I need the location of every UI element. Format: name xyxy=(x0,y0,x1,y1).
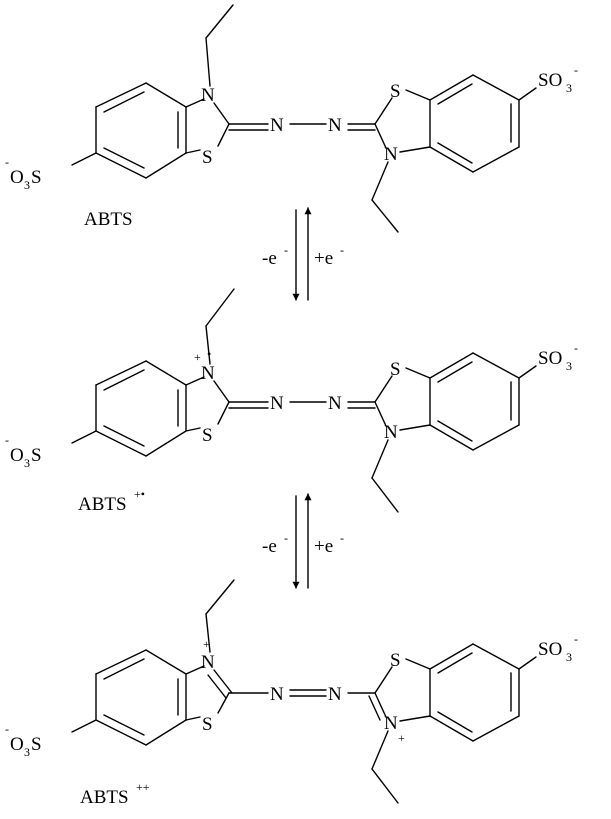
s-atom: S xyxy=(202,714,213,735)
radical-dot: • xyxy=(207,347,211,361)
minus-charge: - xyxy=(5,155,9,169)
structure-label: ABTS xyxy=(80,787,129,808)
structure-label-superscript: +• xyxy=(134,487,145,501)
n-atom: N xyxy=(384,422,398,443)
n-atom: N xyxy=(270,684,284,705)
s-atom: S xyxy=(31,445,42,466)
subscript-3: 3 xyxy=(566,81,572,95)
electron-charge: - xyxy=(340,243,344,257)
so3-group: SO xyxy=(538,70,562,91)
structure-abts: N S - O 3 S N N xyxy=(5,4,578,233)
n-atom: N xyxy=(201,85,215,106)
so3-group: SO xyxy=(538,639,562,660)
n-atom: N xyxy=(201,652,215,673)
s-atom: S xyxy=(390,359,401,380)
subscript-3: 3 xyxy=(566,359,572,373)
redox-equilibrium-1: -e - +e - xyxy=(262,207,344,301)
reduction-label: +e xyxy=(314,248,333,269)
minus-charge: - xyxy=(574,632,578,646)
right-benzothiazole: S N SO 3 - xyxy=(371,63,578,233)
azine-bridge: N N xyxy=(228,115,376,136)
s-atom: S xyxy=(31,167,42,188)
o-atom: O xyxy=(10,734,24,755)
plus-charge: + xyxy=(203,637,210,651)
minus-charge: - xyxy=(5,722,9,736)
minus-charge: - xyxy=(574,63,578,77)
oxidation-label: -e xyxy=(262,248,277,269)
left-benzothiazole: N + • S - O 3 S xyxy=(5,288,235,470)
so3-group: SO xyxy=(538,348,562,369)
s-atom: S xyxy=(202,147,213,168)
structure-label: ABTS xyxy=(84,209,133,230)
n-atom: N xyxy=(201,363,215,384)
structure-label: ABTS xyxy=(78,494,127,515)
left-benzothiazole: N + S - O 3 S xyxy=(5,579,235,759)
structure-abts-dication: N + S - O 3 S N N xyxy=(5,579,578,808)
n-atom: N xyxy=(328,684,342,705)
n-atom: N xyxy=(270,115,284,136)
plus-charge: + xyxy=(194,350,201,364)
subscript-3: 3 xyxy=(24,178,30,192)
structure-label-superscript: ++ xyxy=(136,780,150,794)
redox-equilibrium-2: -e - +e - xyxy=(262,493,344,589)
o-atom: O xyxy=(10,167,24,188)
o-atom: O xyxy=(10,445,24,466)
subscript-3: 3 xyxy=(24,456,30,470)
right-benzothiazole: S N SO 3 - xyxy=(371,341,578,513)
n-atom: N xyxy=(328,115,342,136)
right-benzothiazole: S N + SO 3 - xyxy=(368,632,578,804)
electron-charge: - xyxy=(340,531,344,545)
subscript-3: 3 xyxy=(566,650,572,664)
n-atom: N xyxy=(270,393,284,414)
n-atom: N xyxy=(384,713,398,734)
minus-charge: - xyxy=(5,433,9,447)
azine-bridge: N N xyxy=(228,393,376,414)
plus-charge: + xyxy=(398,731,405,745)
s-atom: S xyxy=(31,734,42,755)
structure-abts-radical-cation: N + • S - O 3 S N N xyxy=(5,288,578,515)
subscript-3: 3 xyxy=(24,745,30,759)
left-benzothiazole: N S - O 3 S xyxy=(5,4,234,192)
minus-charge: - xyxy=(574,341,578,355)
electron-charge: - xyxy=(284,531,288,545)
reduction-label: +e xyxy=(314,536,333,557)
s-atom: S xyxy=(390,650,401,671)
s-atom: S xyxy=(202,425,213,446)
azo-bridge: N N xyxy=(228,684,376,705)
s-atom: S xyxy=(390,81,401,102)
n-atom: N xyxy=(384,144,398,165)
n-atom: N xyxy=(328,393,342,414)
oxidation-label: -e xyxy=(262,536,277,557)
electron-charge: - xyxy=(284,243,288,257)
